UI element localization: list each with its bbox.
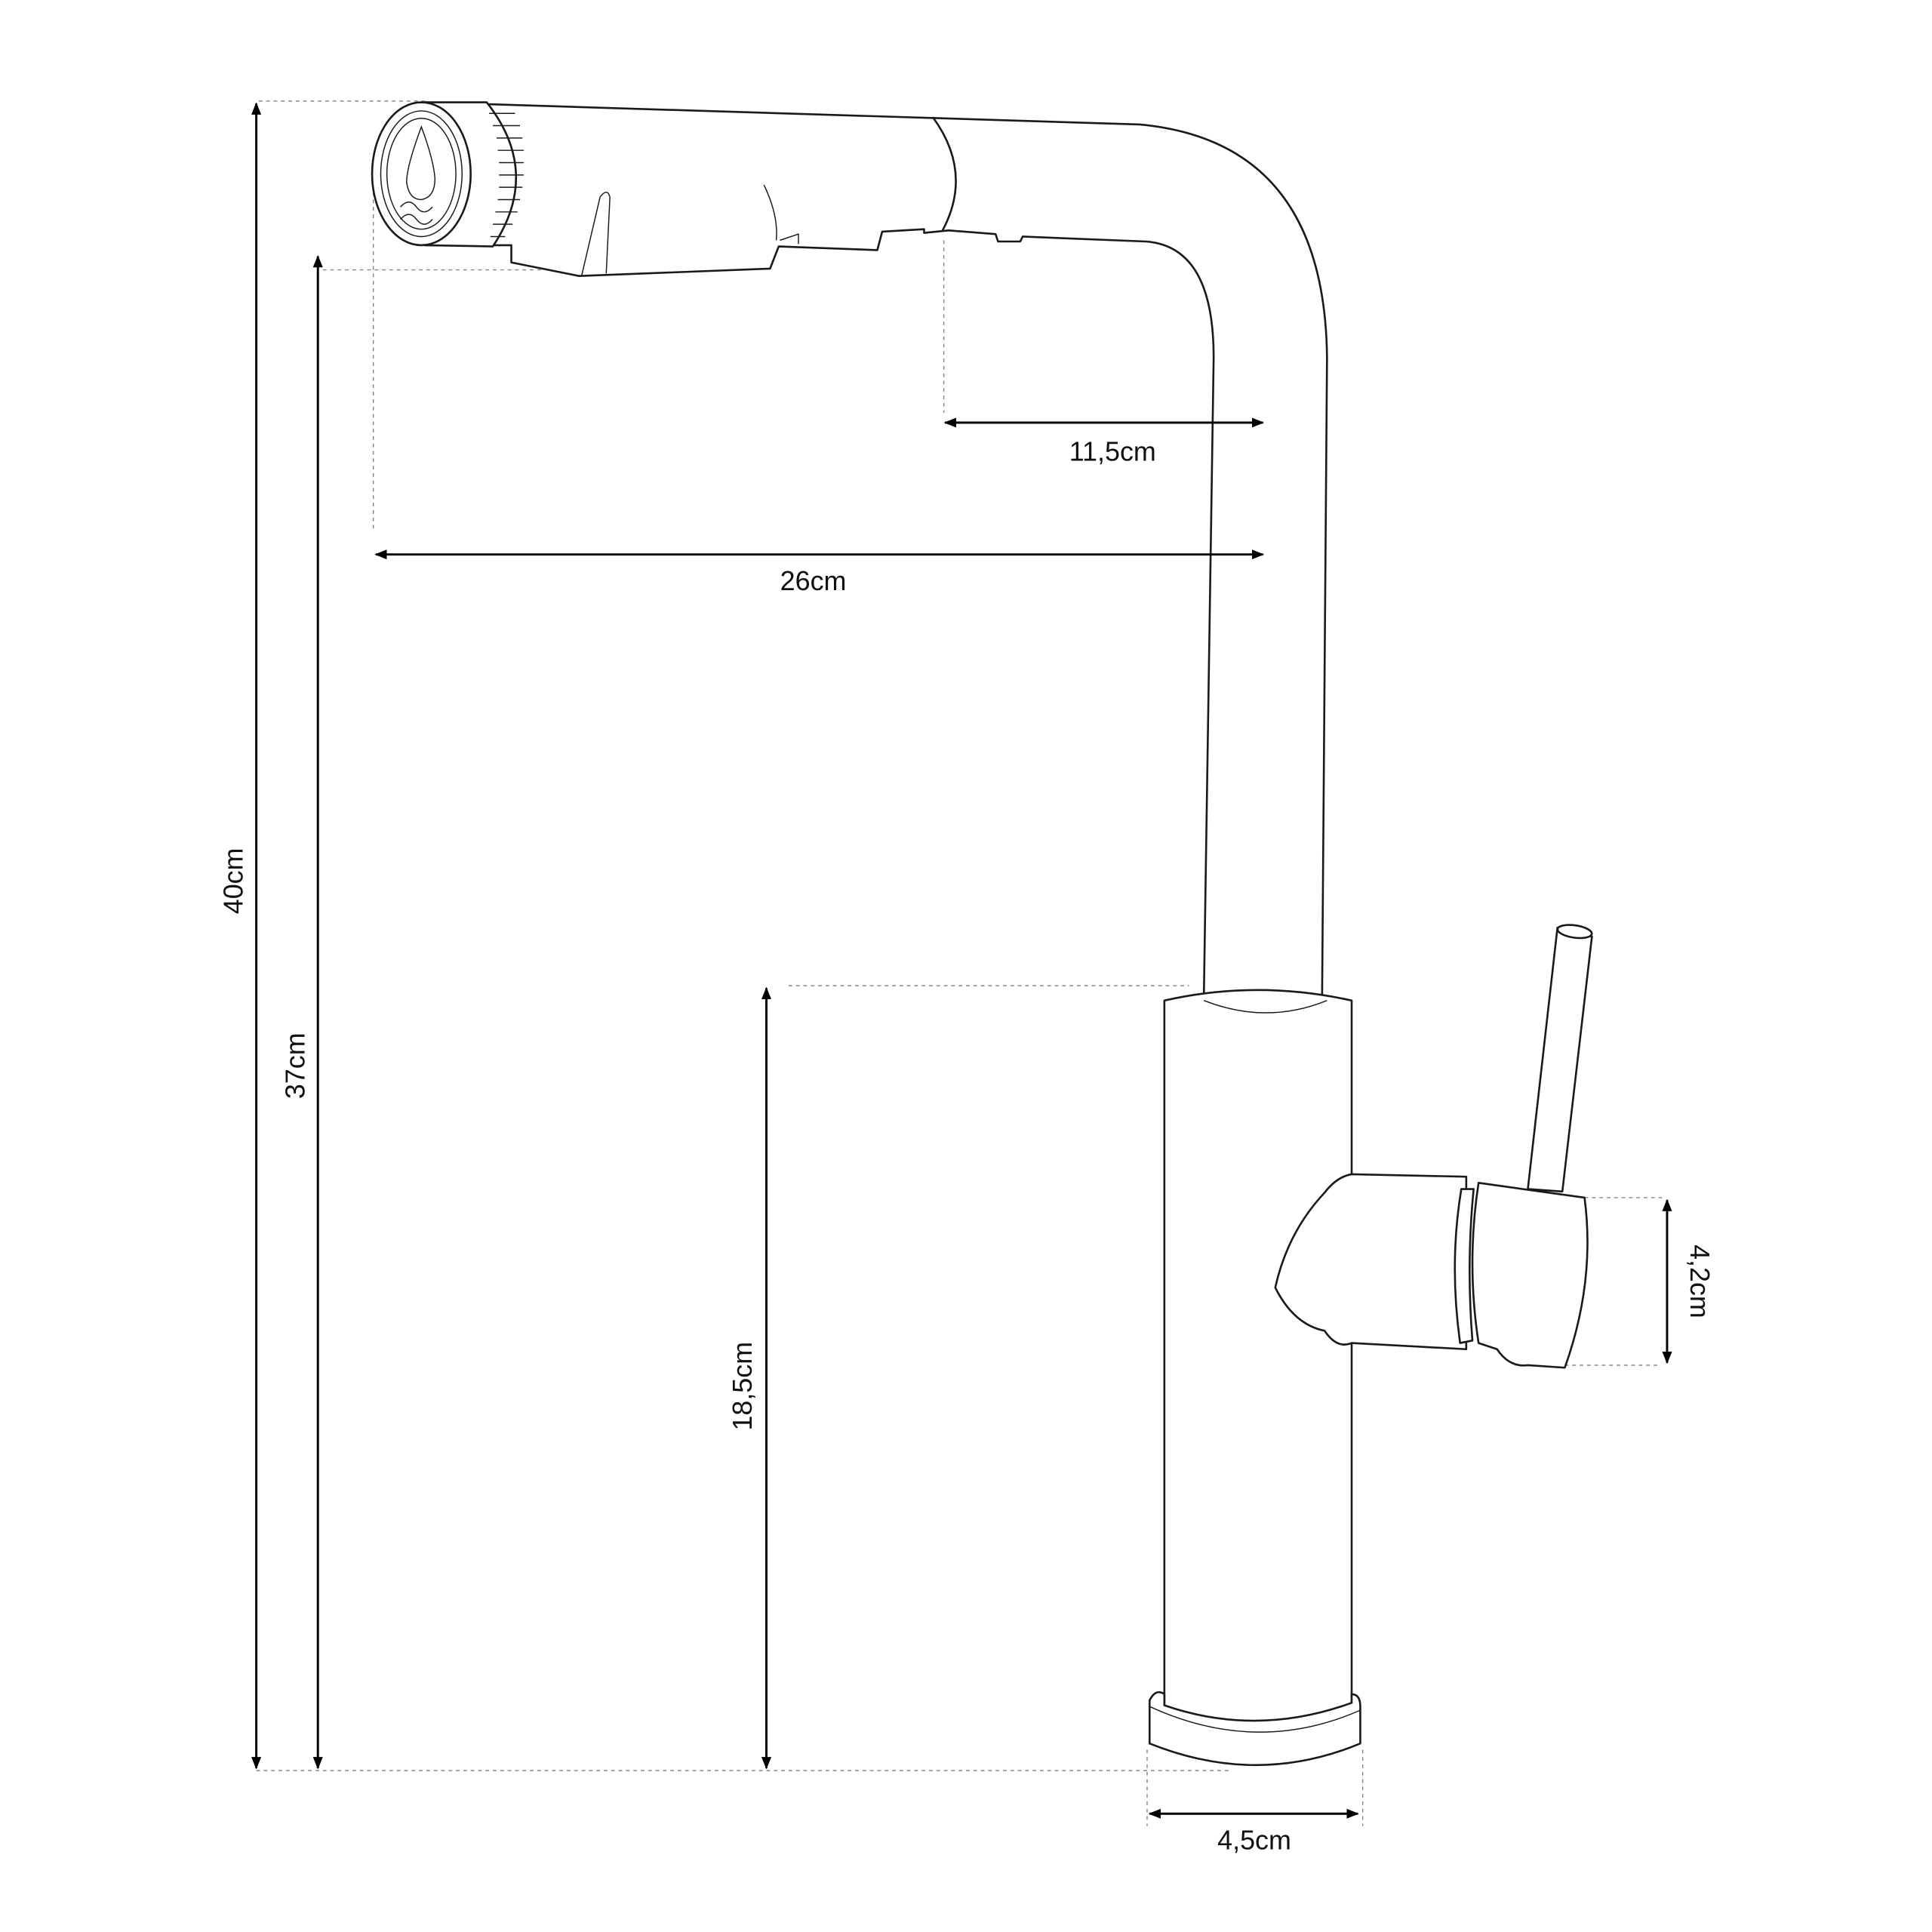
guide-lines	[256, 100, 1666, 1826]
dimension-arrows	[251, 102, 1672, 1819]
faucet-illustration	[371, 101, 1593, 1767]
water-drop-icon	[406, 125, 436, 201]
faucet-base	[1148, 1690, 1361, 1767]
label-base-diameter: 4,5cm	[1217, 1825, 1291, 1856]
label-spout-reach: 26cm	[780, 565, 847, 596]
wave-icon	[400, 202, 433, 225]
spray-head	[371, 101, 524, 248]
spout-pipe	[423, 101, 1328, 1002]
label-total-height: 40cm	[218, 848, 249, 914]
label-handle-diameter: 4,2cm	[1684, 1244, 1715, 1318]
pullout-seam	[931, 116, 957, 231]
label-pullout-length: 11,5cm	[1069, 436, 1156, 467]
handle	[1274, 924, 1593, 1369]
label-body-height: 18,5cm	[727, 1342, 758, 1431]
label-outlet-height: 37cm	[279, 1032, 310, 1099]
faucet-body	[1163, 989, 1353, 1727]
